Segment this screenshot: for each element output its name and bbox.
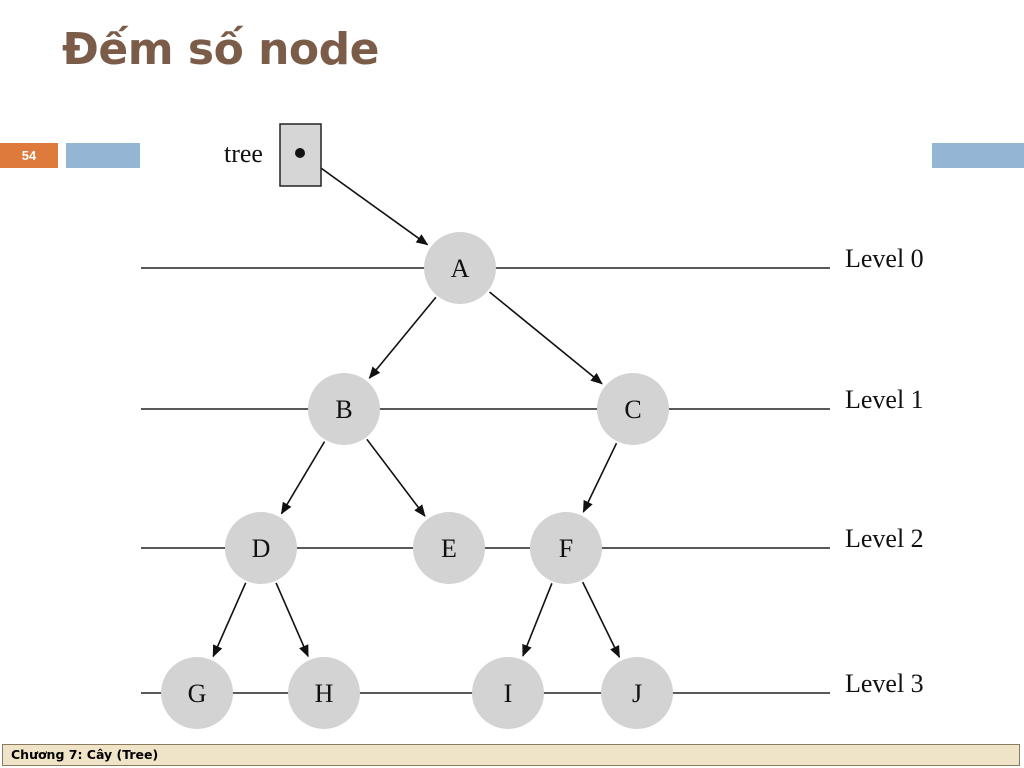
node-circle-C	[597, 373, 669, 445]
slide-title: Đếm số node	[62, 24, 380, 75]
edge-D-G	[212, 582, 247, 658]
tree-node-F: F	[530, 512, 602, 584]
node-label-E: E	[441, 534, 457, 563]
tree-node-I: I	[472, 657, 544, 729]
level-labels: Level 0 Level 1 Level 2 Level 3	[845, 244, 924, 698]
tree-pointer: tree	[224, 123, 322, 187]
node-label-B: B	[335, 395, 352, 424]
edges	[212, 152, 621, 658]
edge-F-I	[522, 583, 553, 657]
node-circle-D	[225, 512, 297, 584]
edge-B-D	[280, 441, 326, 515]
tree-node-D: D	[225, 512, 297, 584]
tree-node-C: C	[597, 373, 669, 445]
node-circle-A	[424, 232, 496, 304]
edge-F-J	[581, 581, 621, 658]
accent-bar-left	[66, 143, 140, 168]
node-label-I: I	[504, 679, 513, 708]
node-circle-G	[161, 657, 233, 729]
tree-diagram: Level 0 Level 1 Level 2 Level 3 tree A B C D E F…	[141, 123, 924, 729]
edge-C-F	[582, 442, 618, 513]
slide-number: 54	[0, 143, 58, 168]
node-label-D: D	[252, 534, 271, 563]
level-label-0: Level 0	[845, 244, 924, 273]
accent-bar-right	[932, 143, 1024, 168]
level-label-1: Level 1	[845, 385, 924, 414]
node-label-A: A	[451, 254, 470, 283]
node-circle-E	[413, 512, 485, 584]
pointer-dot	[295, 148, 305, 158]
node-label-G: G	[188, 679, 207, 708]
pointer-label: tree	[224, 139, 263, 168]
tree-node-B: B	[308, 373, 380, 445]
footer-chapter: Chương 7: Cây (Tree)	[2, 744, 1020, 766]
edge-A-C	[488, 291, 603, 385]
node-circle-J	[601, 657, 673, 729]
tree-node-J: J	[601, 657, 673, 729]
edge-D-H	[275, 582, 309, 658]
tree-node-A: A	[424, 232, 496, 304]
node-label-H: H	[315, 679, 334, 708]
node-label-C: C	[624, 395, 641, 424]
node-label-F: F	[559, 534, 573, 563]
nodes: A B C D E F G H I J	[161, 232, 673, 729]
node-circle-F	[530, 512, 602, 584]
edge-B-E	[366, 438, 426, 517]
level-label-3: Level 3	[845, 669, 924, 698]
level-lines	[141, 267, 830, 694]
edge-A-B	[368, 296, 437, 379]
node-label-J: J	[632, 679, 642, 708]
node-circle-B	[308, 373, 380, 445]
node-circle-I	[472, 657, 544, 729]
tree-node-E: E	[413, 512, 485, 584]
tree-node-G: G	[161, 657, 233, 729]
node-circle-H	[288, 657, 360, 729]
level-label-2: Level 2	[845, 524, 924, 553]
tree-node-H: H	[288, 657, 360, 729]
